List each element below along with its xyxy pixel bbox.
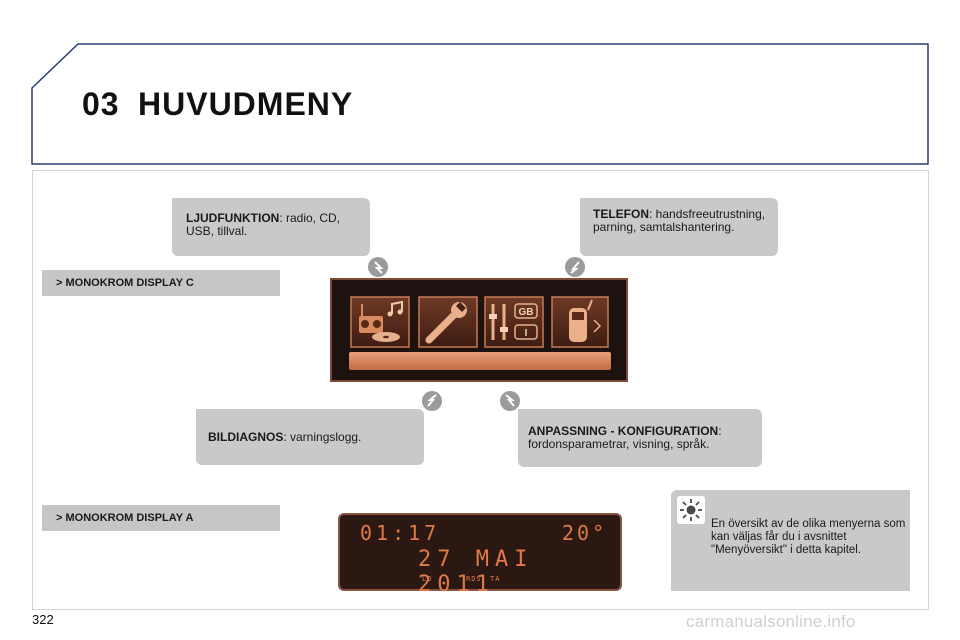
section-label-display-a: > MONOKROM DISPLAY A: [42, 505, 280, 531]
indicator-rds: RDS: [466, 575, 482, 583]
callout-audio-term: LJUDFUNKTION: [186, 211, 280, 225]
monochrome-display-c: GB I: [330, 278, 628, 382]
arrow-up-left-icon: [500, 391, 520, 411]
callout-diagnostics-term: BILDIAGNOS: [208, 430, 284, 444]
tip-box: En översikt av de olika menyerna som kan…: [671, 490, 910, 591]
callout-configuration: ANPASSNING - KONFIGURATION: fordonsparam…: [518, 409, 762, 467]
section-label-display-c: > MONOKROM DISPLAY C: [42, 270, 280, 296]
flag-label-gb: GB: [519, 307, 534, 318]
callout-telephone: TELEFON: handsfreeutrustning, parning, s…: [580, 198, 778, 256]
audio-media-icon: [350, 296, 410, 348]
watermark: carmanualsonline.info: [686, 612, 856, 631]
callout-telephone-term: TELEFON: [593, 207, 649, 221]
date-readout: 27 MAI 2011: [418, 547, 534, 597]
page-title: HUVUDMENY: [138, 86, 354, 122]
page-number: 322: [32, 612, 54, 627]
wrench-icon: [418, 296, 478, 348]
selection-bar: [349, 352, 611, 370]
indicator-ta: TA: [490, 575, 501, 583]
temperature-readout: 20°: [562, 521, 608, 545]
arrow-down-left-icon: [565, 257, 585, 277]
flag-label-i: I: [525, 328, 528, 339]
callout-configuration-text: : fordonsparametrar, visning, språk.: [528, 424, 722, 451]
lightbulb-icon: [677, 496, 705, 524]
callout-audio: LJUDFUNKTION: radio, CD, USB, tillval.: [172, 198, 370, 256]
callout-configuration-term: ANPASSNING - KONFIGURATION: [528, 424, 719, 438]
equalizer-language-icon: GB I: [484, 296, 544, 348]
chapter-number: 03: [82, 86, 120, 122]
callout-audio-text: : radio, CD, USB, tillval.: [186, 211, 341, 238]
callout-telephone-text: : handsfreeutrustning, parning, samtalsh…: [593, 207, 766, 234]
tip-text: En översikt av de olika menyerna som kan…: [711, 518, 906, 556]
mobile-phone-icon: [551, 296, 609, 348]
chapter-header-frame: [31, 43, 929, 165]
indicator-ld: LD: [422, 575, 433, 583]
arrow-up-right-icon: [422, 391, 442, 411]
monochrome-display-a: 01:17 20° 27 MAI 2011 LD RDS TA: [338, 513, 622, 597]
clock-readout: 01:17: [360, 521, 441, 545]
callout-diagnostics-text: : varningslogg.: [283, 430, 362, 444]
callout-diagnostics: BILDIAGNOS: varningslogg.: [196, 409, 424, 465]
arrow-down-right-icon: [368, 257, 388, 277]
